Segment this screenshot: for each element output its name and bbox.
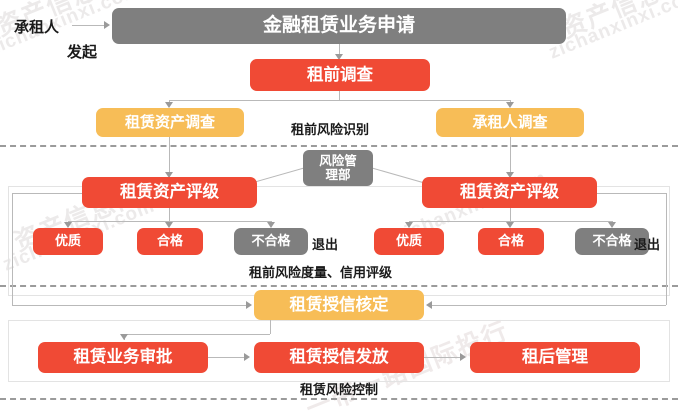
arrow-icon [246,301,252,309]
connector-survey-stem [339,91,340,100]
grade-right-unqualified[interactable]: 不合格 [575,228,649,255]
connector-right-rating-out [597,193,666,194]
grade-left-unqualified[interactable]: 不合格 [234,228,308,255]
dept-line-2: 理部 [325,168,351,182]
arrow-icon [335,54,343,60]
arrow-icon [267,222,275,228]
grade-right-excellent[interactable]: 优质 [374,228,444,255]
grade-left-qualified[interactable]: 合格 [137,228,203,255]
node-rating-left[interactable]: 租赁资产评级 [82,177,257,208]
arrow-icon [405,222,413,228]
arrow-icon [244,353,250,361]
exit-label-left: 退出 [312,237,339,252]
watermark: 资产信息网 [557,0,678,44]
arrow-icon [608,222,616,228]
arrow-icon [460,353,466,361]
connector-left-to-credit [12,305,250,306]
arrow-icon [506,172,514,178]
connector-credit-to-approval [124,334,270,335]
connector-actor-to-title [72,25,106,26]
arrow-icon [104,21,110,29]
connector-credit-down [270,320,271,334]
actor-action-label: 发起 [67,44,98,61]
grade-right-qualified[interactable]: 合格 [478,228,544,255]
connector-left-rating-stem [169,208,170,221]
node-credit-issue[interactable]: 租赁授信发放 [254,342,424,373]
arrow-icon [120,334,128,340]
connector-left-rating-out [12,193,82,194]
exit-label-right: 退出 [634,237,661,252]
grade-left-excellent[interactable]: 优质 [33,228,103,255]
arrow-icon [426,301,432,309]
connector-asset-survey-down [169,137,170,177]
node-risk-management-dept[interactable]: 风险管 理部 [303,150,373,186]
connector-lessee-survey-down [510,137,511,177]
section-divider-3 [0,398,678,400]
node-pre-lease-survey[interactable]: 租前调查 [250,59,430,91]
arrow-icon [506,102,514,108]
arrow-icon [64,222,72,228]
connector-title-to-survey [339,44,340,58]
connector-survey-split [169,100,510,101]
node-lessee-survey[interactable]: 承租人调查 [436,108,584,137]
section-label-risk-measurement: 租前风险度量、信用评级 [249,265,393,280]
node-application[interactable]: 金融租赁业务申请 [112,8,566,44]
arrow-icon [165,222,173,228]
node-asset-survey[interactable]: 租赁资产调查 [96,108,244,137]
connector-approval-to-issue [208,357,246,358]
connector-right-rating-stem [510,208,511,221]
connector-right-rating-down [666,193,667,305]
section-divider-1 [0,145,678,147]
connector-right-to-credit [432,305,666,306]
section-label-risk-identification: 租前风险识别 [291,122,370,137]
section-divider-2 [0,285,678,287]
node-business-approval[interactable]: 租赁业务审批 [38,342,208,373]
arrow-icon [165,102,173,108]
dept-line-1: 风险管 [319,153,357,168]
arrow-icon [506,222,514,228]
arrow-icon [165,172,173,178]
node-rating-right[interactable]: 租赁资产评级 [422,177,597,208]
node-credit-approval[interactable]: 租赁授信核定 [254,290,424,320]
control-band [8,320,670,382]
connector-issue-to-post [424,357,462,358]
section-label-risk-control: 租赁风险控制 [300,382,379,397]
node-post-lease-mgmt[interactable]: 租后管理 [470,342,640,373]
connector-left-rating-down [12,193,13,305]
actor-label: 承租人 [14,19,60,36]
